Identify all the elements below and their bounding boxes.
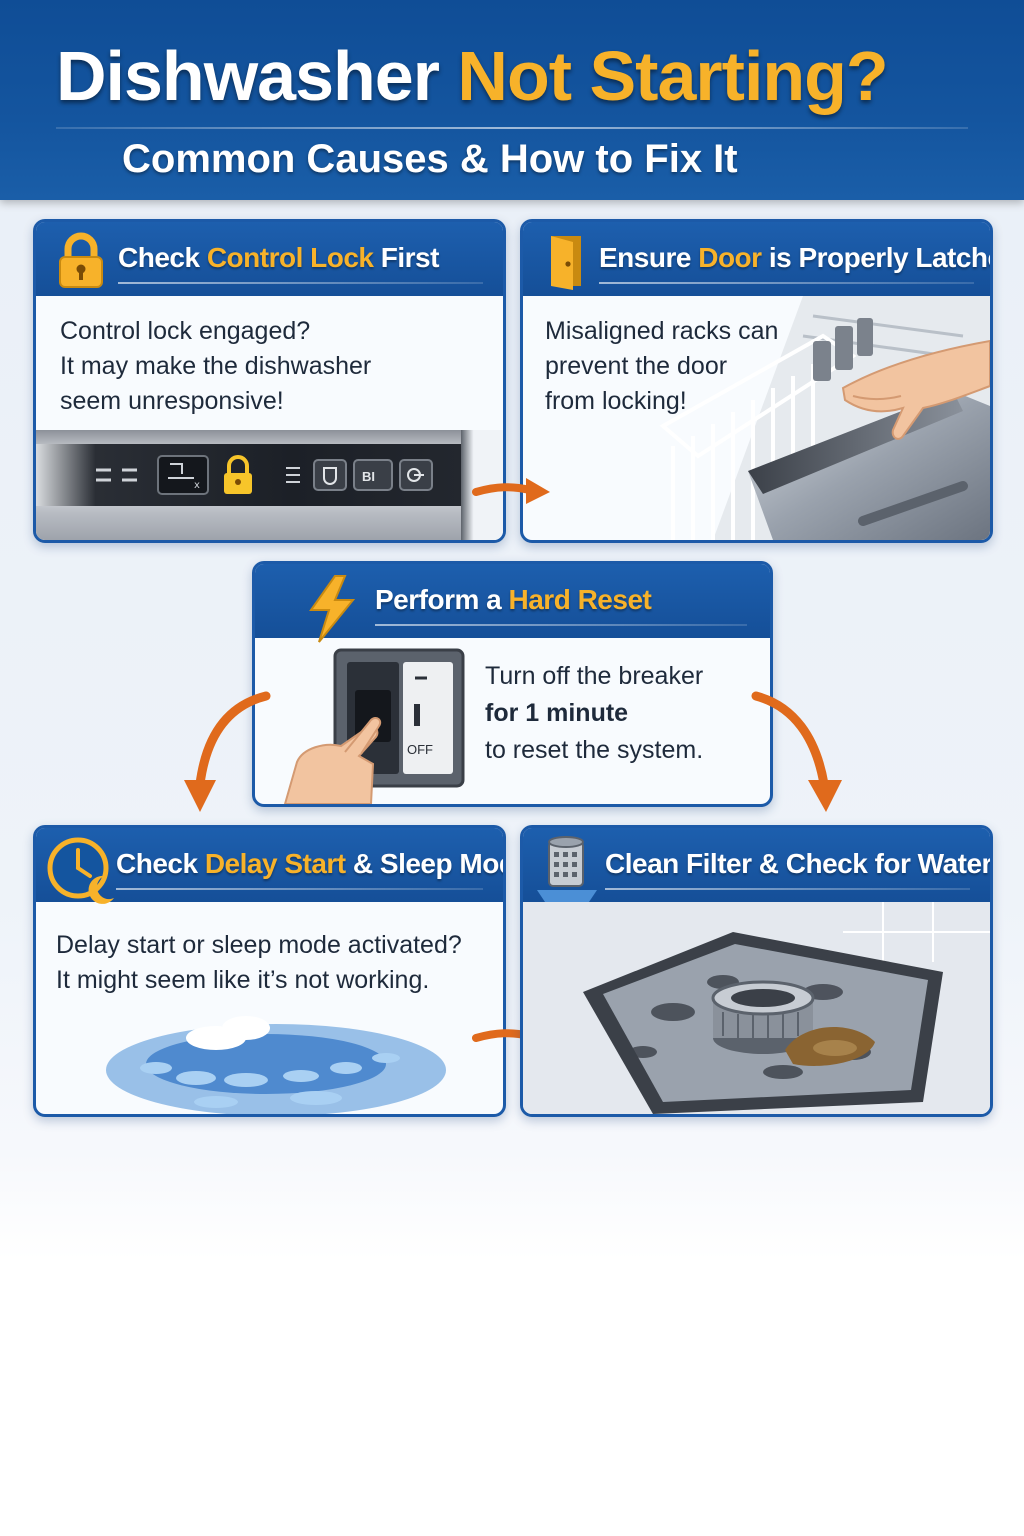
title-part: Perform a (375, 584, 502, 615)
body-line-emphasis: for 1 minute (485, 699, 629, 727)
page-title: Dishwasher Not Starting? (56, 36, 889, 116)
title-part: Check (116, 848, 198, 879)
header-rule (118, 282, 483, 284)
water-splash-illustration (106, 1016, 446, 1114)
body-line: Delay start or sleep mode activated? (56, 931, 462, 959)
hand-illustration (841, 339, 990, 440)
body-line: prevent the door (545, 352, 728, 380)
card-body-text: Delay start or sleep mode activated? It … (56, 928, 462, 998)
panel-button-label: BI (362, 469, 375, 484)
page-subtitle: Common Causes & How to Fix It (122, 137, 738, 181)
body-line: It might seem like it’s not working. (56, 966, 430, 994)
card-body-text: Control lock engaged? It may make the di… (60, 314, 371, 419)
card-header: Clean Filter & Check for Water (523, 828, 990, 902)
card-title: Check Delay Start & Sleep Mode (116, 848, 503, 880)
body-line: It may make the dishwasher (60, 352, 372, 380)
title-highlight: Not Starting? (457, 37, 888, 115)
title-highlight: Door (698, 242, 762, 273)
arrow-curve-left-icon (184, 691, 271, 812)
header-rule (116, 888, 483, 890)
body-line: from locking! (545, 387, 687, 415)
card-header: Check Control Lock First (36, 222, 503, 296)
title-part: Check (118, 242, 200, 273)
title-part: Ensure (599, 242, 691, 273)
body-line: Turn off the breaker (485, 662, 704, 690)
switch-off-label: OFF (407, 742, 433, 757)
title-highlight: Hard Reset (508, 584, 652, 615)
door-icon (551, 236, 581, 290)
title-part: First (380, 242, 440, 273)
card-door-latch: Ensure Door is Properly Latched (520, 219, 993, 543)
filter-icon (537, 836, 597, 902)
arrow-curve-right-icon (751, 691, 842, 812)
card-header: Ensure Door is Properly Latched (523, 222, 990, 296)
dishwasher-filter-illustration (523, 902, 990, 1114)
card-title: Ensure Door is Properly Latched (599, 242, 990, 274)
card-title: Perform a Hard Reset (375, 584, 652, 616)
title-part: is Properly Latched (768, 242, 990, 273)
header-banner: Dishwasher Not Starting? Common Causes &… (0, 0, 1024, 200)
card-title: Check Control Lock First (118, 242, 439, 274)
control-panel-illustration: x BI (36, 430, 461, 540)
arrow-right-icon (472, 478, 550, 504)
title-highlight: Delay Start (204, 848, 346, 879)
body-line: to reset the system. (485, 736, 704, 764)
dishwasher-door-illustration (659, 296, 990, 540)
body-line: Misaligned racks can (545, 317, 779, 345)
body-line: seem unresponsive! (60, 387, 284, 415)
header-rule (605, 888, 970, 890)
padlock-icon (59, 232, 103, 288)
breaker-switch-illustration: OFF (283, 648, 465, 804)
card-body-text: Misaligned racks can prevent the door fr… (545, 314, 778, 419)
title-highlight: Control Lock (206, 242, 374, 273)
title-main: Dishwasher (56, 37, 440, 115)
card-hard-reset: Perform a Hard Reset OFF Turn off the br… (252, 561, 773, 807)
card-header: Perform a Hard Reset (255, 564, 770, 643)
clock-moon-icon (47, 837, 114, 904)
card-title: Clean Filter & Check for Water (605, 848, 992, 879)
header-rule (375, 624, 747, 626)
card-clean-filter: Clean Filter & Check for Water (520, 825, 993, 1117)
filter-basket (711, 980, 815, 1054)
card-body-text: Turn off the breaker for 1 minute to res… (485, 658, 703, 769)
title-part: & Sleep Mode (352, 848, 503, 879)
card-control-lock: Check Control Lock First Control lock en… (33, 219, 506, 543)
card-header: Check Delay Start & Sleep Mode (36, 828, 503, 904)
header-rule (599, 282, 974, 284)
svg-text:x: x (194, 480, 200, 491)
body-line: Control lock engaged? (60, 317, 311, 345)
card-delay-start: Check Delay Start & Sleep Mode Delay sta… (33, 825, 506, 1117)
title-divider (56, 127, 968, 129)
lightning-icon (309, 575, 356, 643)
panel-buttons: x BI (96, 455, 433, 495)
